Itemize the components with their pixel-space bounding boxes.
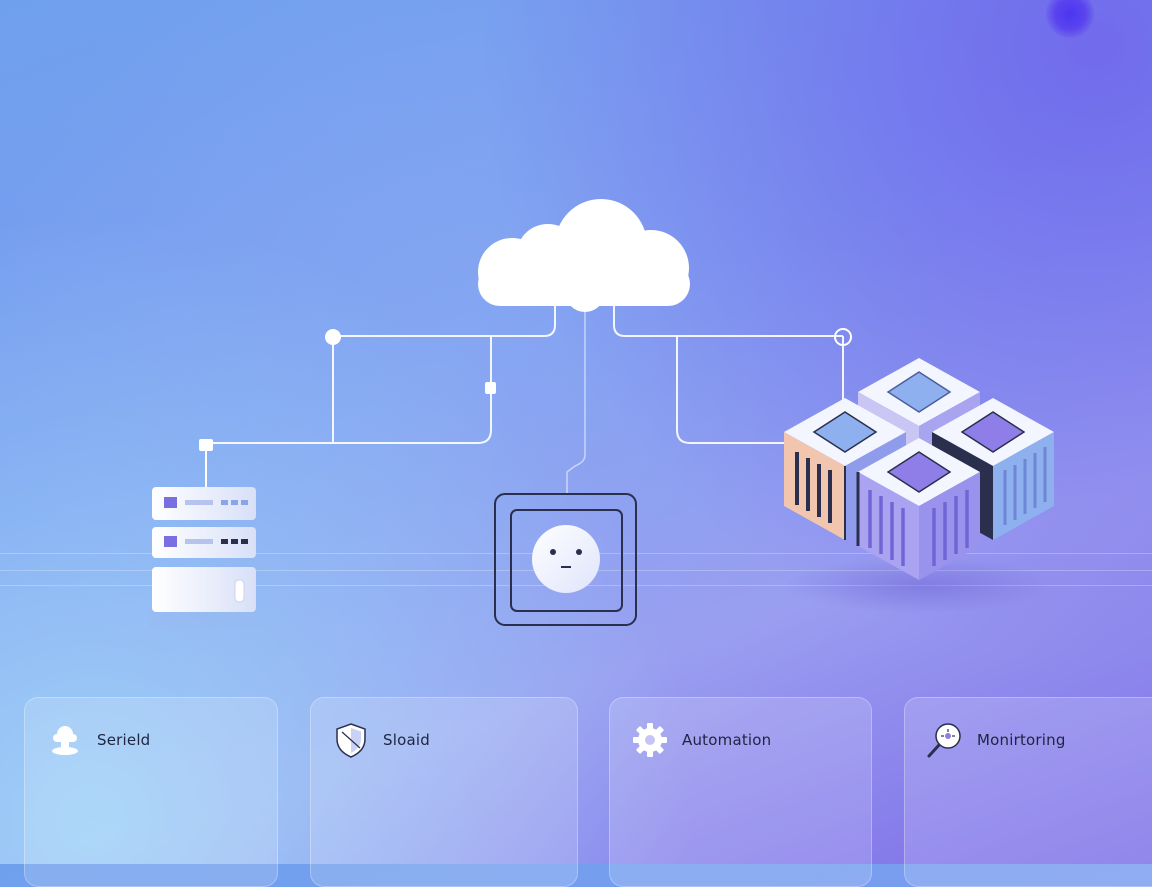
feature-card[interactable]: Automation	[609, 697, 872, 887]
junction-dot-ring	[834, 328, 852, 346]
junction-square	[485, 382, 496, 394]
glow-orb	[1046, 0, 1094, 38]
network-diagram	[150, 300, 1055, 628]
connector-line-faint	[566, 300, 586, 494]
container-cluster-icon	[784, 358, 1055, 613]
shield-icon	[336, 723, 366, 758]
card-label: Serield	[97, 731, 151, 749]
card-label: Automation	[682, 731, 772, 749]
feature-card[interactable]: Monirtoring	[904, 697, 1152, 887]
magnifier-icon	[927, 723, 961, 758]
card-label: Sloaid	[383, 731, 430, 749]
device-face-icon	[494, 493, 637, 626]
junction-dot	[325, 329, 341, 345]
connector-lines	[205, 300, 844, 490]
junction-square	[199, 439, 213, 451]
card-label: Monirtoring	[977, 731, 1066, 749]
feature-card[interactable]: Sloaid	[310, 697, 578, 887]
cloud-stack-icon	[52, 726, 78, 755]
gear-icon	[633, 723, 667, 757]
feature-card[interactable]: Serield	[24, 697, 278, 887]
server-rack-icon	[150, 487, 262, 628]
